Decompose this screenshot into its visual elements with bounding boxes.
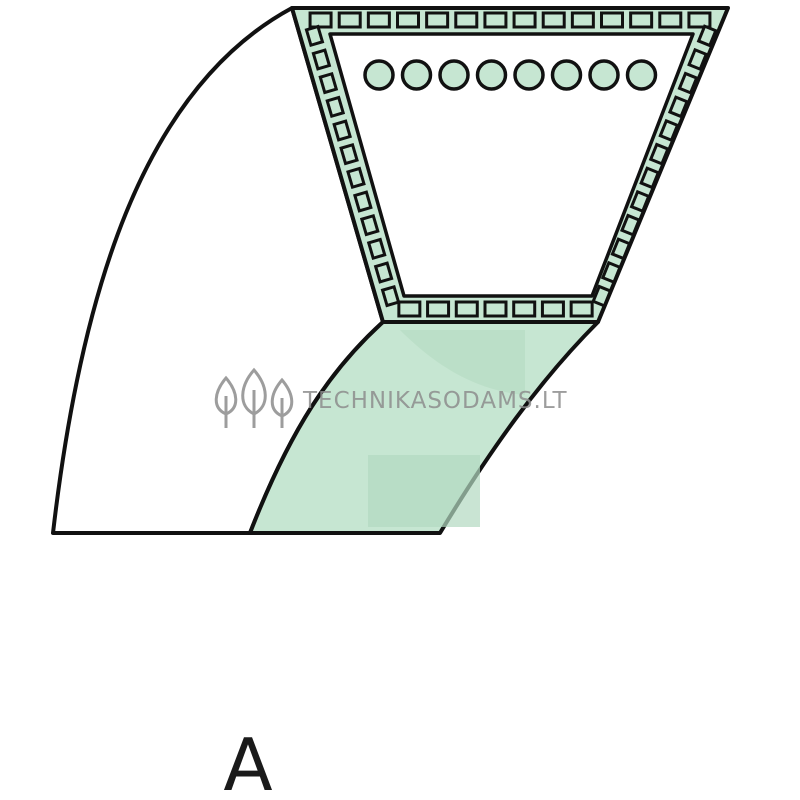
cover-segment [569, 300, 594, 318]
cover-segment [396, 11, 420, 29]
cover-segment [325, 95, 346, 119]
tension-cord [550, 59, 583, 91]
watermark-text: TECHNIKASODAMS.LT [302, 388, 568, 414]
cover-segment [346, 166, 366, 190]
cover-segment [311, 48, 332, 71]
cover-segment [366, 237, 387, 261]
cover-segment [512, 11, 537, 29]
tension-cord [400, 59, 433, 91]
cover-segment [677, 71, 699, 95]
cover-segment [639, 166, 661, 190]
cover-segment [610, 237, 632, 261]
tension-cord [438, 59, 470, 91]
cover-segment [600, 11, 624, 29]
cover-segment [425, 11, 450, 29]
tension-cord [363, 59, 395, 91]
cover-segment [687, 47, 709, 72]
cover-segment [541, 11, 566, 29]
cover-segment [304, 24, 325, 48]
cover-segment [454, 11, 479, 29]
cover-segment [696, 24, 718, 48]
belt-side-shade-top [400, 330, 525, 395]
tension-cords [363, 59, 658, 91]
cover-segment [629, 189, 651, 214]
fabric-cover-segments [304, 11, 718, 318]
cover-segment [540, 300, 565, 318]
cover-segment [359, 213, 380, 237]
tension-cord [625, 59, 658, 91]
cover-segment [658, 11, 683, 29]
cover-segment [629, 11, 654, 29]
cover-segment [380, 284, 401, 308]
cover-segment [512, 300, 537, 318]
cover-segment [648, 142, 670, 166]
cover-segment [337, 11, 362, 29]
cover-segment [373, 261, 394, 284]
tension-cord [588, 59, 620, 91]
cover-segment [366, 11, 391, 29]
cover-segment [308, 11, 333, 29]
cover-segment [620, 213, 642, 237]
watermark: TECHNIKASODAMS.LT [214, 367, 568, 428]
cover-segment [483, 300, 508, 318]
cover-segment [332, 119, 352, 142]
cover-segment [339, 142, 359, 166]
belt-side-shade [368, 455, 480, 527]
trees-icon [214, 367, 294, 428]
cover-segment [318, 71, 339, 95]
cover-segment [483, 11, 508, 29]
cover-segment [600, 260, 622, 285]
belt-profile-label: A [223, 723, 272, 800]
cover-segment [667, 95, 689, 119]
cover-segment [454, 300, 479, 318]
belt-cross-section-core [328, 32, 695, 298]
cover-segment [397, 300, 422, 318]
cover-segment [687, 11, 712, 29]
cover-segment [426, 300, 451, 318]
cover-segment [353, 190, 373, 213]
tension-cord [475, 59, 508, 91]
tension-cord [513, 59, 545, 91]
cover-segment [591, 284, 613, 308]
cover-segment [658, 118, 680, 143]
cover-segment [570, 11, 595, 29]
